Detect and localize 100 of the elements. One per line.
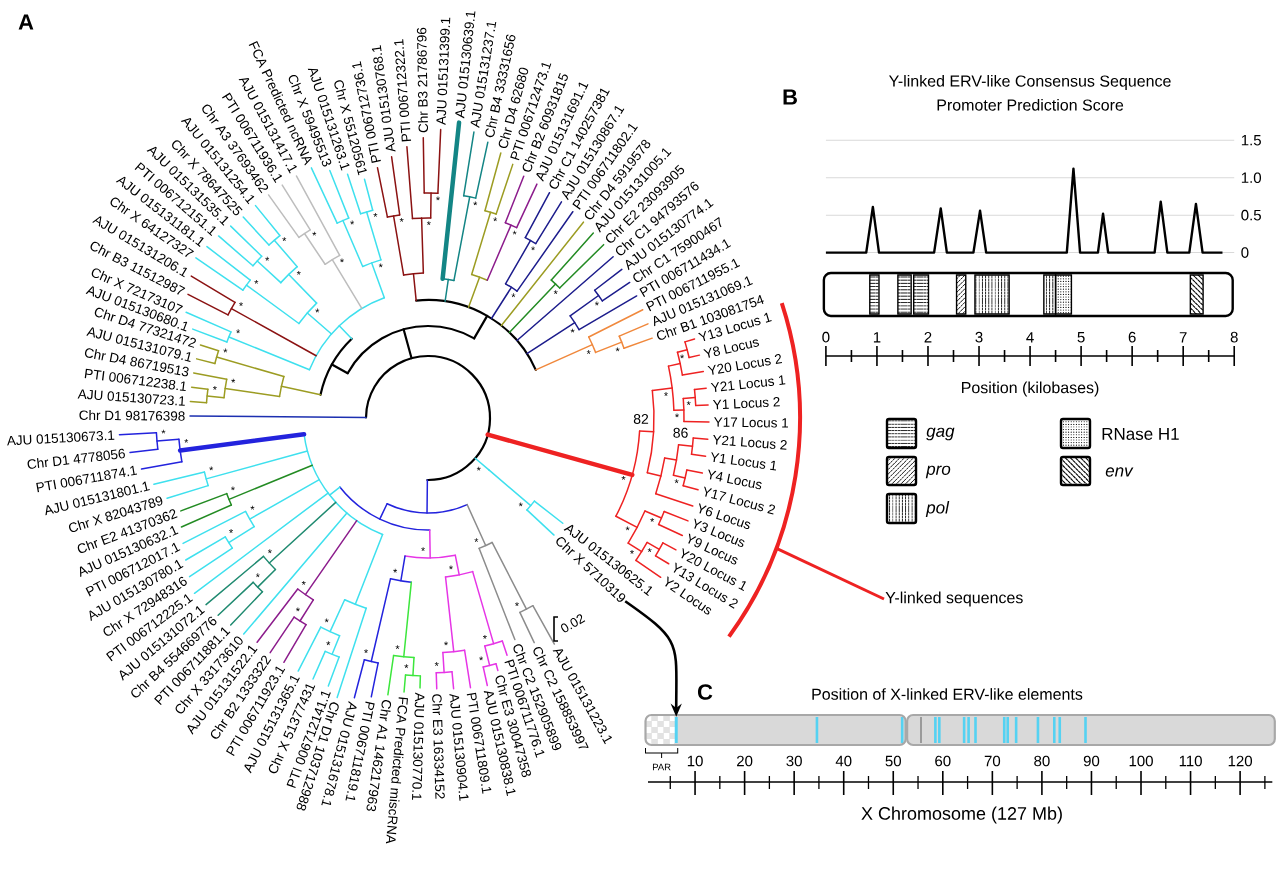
panel-title: Position of X-linked ERV-like elements	[812, 688, 1083, 700]
support-asterisk: *	[444, 641, 448, 646]
support-asterisk: *	[436, 196, 440, 201]
support-asterisk: *	[340, 258, 344, 263]
support-asterisk: *	[434, 662, 439, 666]
axis-title: X Chromosome (127 Mb)	[861, 806, 1062, 824]
support-asterisk: *	[393, 568, 398, 573]
support-asterisk: *	[209, 466, 214, 471]
support-asterisk: *	[515, 602, 519, 607]
support-asterisk: *	[282, 237, 287, 242]
leaf-label: Chr D1 98176398	[79, 410, 185, 421]
chart-title: Y-linked ERV-like Consensus Sequence Promoter Prediction Score	[888, 74, 1171, 111]
leaf-label: AJU 015131399.1	[436, 17, 451, 126]
leaf-label: Y21 Locus 2	[713, 434, 787, 450]
tick-label: 80	[1034, 755, 1050, 767]
line-series	[824, 167, 1224, 254]
support-asterisk: *	[230, 486, 235, 491]
support-asterisk: *	[404, 664, 409, 669]
support-asterisk: *	[570, 328, 575, 333]
support-asterisk: *	[312, 231, 317, 236]
support-asterisk: *	[350, 220, 355, 225]
leaf-label: Y1 Locus 1	[711, 452, 776, 471]
support-asterisk: *	[680, 354, 685, 359]
leaf-label: Y1 Locus 2	[712, 397, 780, 410]
support-asterisk: *	[664, 392, 668, 396]
tick-label: 60	[935, 755, 951, 767]
tick-label: 110	[1179, 755, 1202, 767]
scale-label: 0.02	[561, 614, 586, 633]
support-asterisk: *	[364, 649, 368, 654]
x-tick-label: 7	[1179, 332, 1187, 343]
leader-line	[775, 546, 885, 601]
x-tick-label: 4	[1026, 332, 1034, 343]
leaf-label: AJU 015130770.1	[412, 692, 425, 800]
support-asterisk: *	[674, 479, 679, 484]
support-asterisk: *	[625, 526, 630, 531]
region-label: PAR	[653, 763, 671, 771]
support-asterisk: *	[615, 347, 620, 352]
support-asterisk: *	[212, 385, 217, 390]
support-asterisk: *	[594, 301, 599, 306]
support-asterisk: *	[265, 256, 270, 261]
tick-label: 10	[687, 755, 703, 767]
leaf-label: Chr B3 21786796	[416, 27, 429, 133]
support-asterisk: *	[239, 302, 243, 306]
support-asterisk: *	[686, 401, 691, 406]
support-asterisk: *	[474, 538, 479, 542]
support-asterisk: *	[324, 618, 329, 623]
support-asterisk: *	[326, 641, 331, 646]
y-tick-label: 1.0	[1241, 172, 1262, 183]
support-asterisk: *	[586, 350, 591, 354]
y-tick-label: 0.5	[1241, 209, 1261, 221]
support-asterisk: *	[675, 413, 679, 418]
group-label: Y-linked sequences	[885, 591, 1023, 607]
support-asterisk: *	[161, 429, 166, 434]
support-asterisk: *	[553, 290, 558, 295]
legend-label: pro	[925, 465, 951, 479]
support-asterisk: *	[512, 230, 517, 235]
y-tick-label: 0	[1241, 247, 1249, 258]
bootstrap-value: 82	[633, 414, 649, 424]
support-asterisk: *	[650, 517, 655, 522]
leaf-label: AJU 015130673.1	[7, 430, 115, 446]
x-tick-label: 0	[822, 331, 830, 343]
tick-label: 90	[1083, 755, 1100, 767]
x-axis-title: Position (kilobases)	[962, 381, 1099, 397]
support-asterisk: *	[473, 201, 478, 206]
leaf-label: PTI 006712322.1	[394, 39, 412, 142]
support-asterisk: *	[449, 565, 453, 570]
panel-letter: C	[697, 684, 713, 700]
support-asterisk: *	[231, 378, 236, 383]
bootstrap-value: 86	[673, 427, 688, 438]
support-asterisk: *	[518, 502, 523, 507]
tick-label: 50	[885, 755, 901, 767]
support-asterisk: *	[184, 438, 189, 443]
x-tick-label: 1	[873, 332, 881, 343]
leaf-label: Y21 Locus 1	[710, 375, 786, 392]
support-asterisk: *	[373, 213, 378, 217]
leaf-label: Y17 Locus 1	[714, 417, 788, 428]
support-asterisk: *	[255, 573, 260, 578]
legend-label: gag	[926, 427, 955, 441]
x-tick-label: 3	[975, 331, 983, 343]
support-asterisk: *	[511, 293, 516, 298]
support-asterisk: *	[476, 466, 481, 471]
support-asterisk: *	[479, 656, 484, 661]
support-asterisk: *	[395, 645, 400, 650]
tick-label: 40	[835, 755, 852, 767]
support-asterisk: *	[250, 505, 255, 510]
support-asterisk: *	[426, 221, 431, 226]
support-asterisk: *	[267, 549, 272, 554]
y-tick-label: 1.5	[1241, 135, 1261, 146]
tick-label: 70	[984, 755, 1001, 767]
x-tick-label: 6	[1128, 331, 1136, 343]
support-asterisk: *	[223, 348, 228, 353]
support-asterisk: *	[229, 529, 234, 533]
tick-label: 20	[737, 755, 753, 767]
support-asterisk: *	[421, 547, 426, 551]
support-asterisk: *	[531, 246, 536, 251]
legend-label: env	[1105, 467, 1134, 477]
tick-label: 120	[1228, 755, 1252, 767]
x-tick-label: 2	[924, 331, 932, 343]
support-asterisk: *	[482, 635, 487, 639]
position-mark	[674, 717, 678, 743]
